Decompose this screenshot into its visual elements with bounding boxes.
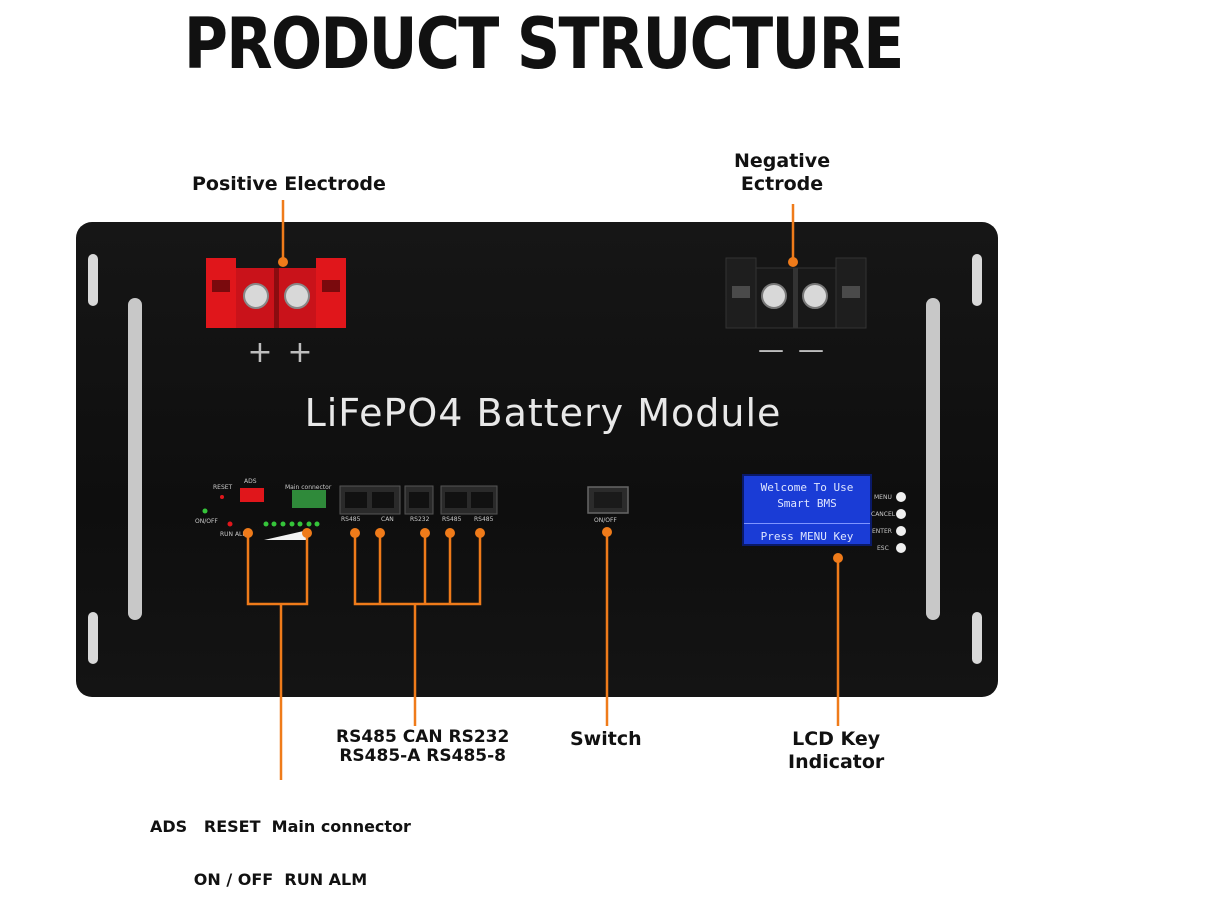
key-cancel	[896, 509, 906, 519]
callout-ports-line2: RS485-A RS485-8	[339, 745, 506, 766]
label-port-1: RS485	[341, 516, 361, 523]
key-esc	[896, 543, 906, 553]
label-run-alm: RUN ALM	[220, 531, 248, 538]
alm-led	[227, 521, 233, 527]
module-name: LiFePO4 Battery Module	[304, 391, 782, 435]
callout-comm-ports: RS485 CAN RS232 RS485-A RS485-8	[336, 728, 509, 765]
label-key-cancel: CANCEL	[871, 511, 896, 518]
power-switch-rocker	[594, 492, 622, 508]
onoff-led	[202, 508, 208, 514]
page-title: PRODUCT STRUCTURE	[183, 3, 904, 85]
lcd-display: Welcome To Use Smart BMS Press MENU Key	[742, 474, 872, 546]
label-switch-onoff: ON/OFF	[594, 517, 617, 524]
ads-dip-switch	[240, 488, 264, 502]
lcd-line-3: Press MENU Key	[760, 530, 854, 543]
callout-controls-line1: ADS RESET Main connector	[150, 817, 411, 837]
label-reset: RESET	[213, 484, 233, 491]
leader-endpoints	[243, 257, 843, 563]
bolt-positive-2	[284, 283, 310, 309]
label-key-enter: ENTER	[872, 528, 892, 535]
callout-controls: ADS RESET Main connector ON / OFF RUN AL…	[150, 783, 411, 906]
positive-terminal	[206, 258, 346, 328]
label-main-connector: Main connector	[285, 484, 332, 491]
callout-controls-line2: ON / OFF RUN ALM	[193, 869, 368, 889]
lcd-line-1: Welcome To Use	[760, 481, 854, 494]
callout-negative-line2: Ectrode	[740, 172, 824, 195]
rack-slot-left-top	[88, 254, 98, 306]
label-port-3: RS232	[410, 516, 430, 523]
callout-negative-electrode: Negative Ectrode	[734, 150, 830, 196]
soc-leds	[263, 521, 320, 527]
callout-switch: Switch	[570, 728, 642, 750]
bolt-positive-1	[243, 283, 269, 309]
negative-sign-2: —	[798, 335, 824, 365]
rack-slot-left-bottom	[88, 612, 98, 664]
label-ads: ADS	[244, 478, 257, 485]
label-port-2: CAN	[381, 516, 394, 523]
positive-sign-1: +	[247, 335, 272, 370]
main-connector-block	[292, 490, 326, 508]
negative-sign-1: —	[758, 335, 784, 365]
label-key-esc: ESC	[877, 545, 889, 552]
label-port-5: RS485	[474, 516, 494, 523]
handle-left	[128, 298, 142, 620]
callout-ports-line1: RS485 CAN RS232	[336, 727, 510, 747]
rack-slot-right-top	[972, 254, 982, 306]
callout-negative-line1: Negative	[734, 150, 831, 172]
callout-lcd-line2: Indicator	[788, 750, 885, 773]
lcd-line-2: Smart BMS	[777, 497, 837, 510]
rack-slot-right-bottom	[972, 612, 982, 664]
negative-terminal	[725, 257, 867, 329]
diagram-graphics: + + — —	[88, 200, 982, 780]
callout-positive-electrode: Positive Electrode	[192, 173, 386, 195]
label-onoff: ON/OFF	[195, 518, 218, 525]
lcd-separator	[744, 523, 870, 524]
reset-button	[220, 495, 224, 499]
callout-lcd: LCD Key Indicator	[788, 728, 884, 774]
soc-indicator-wedge	[264, 530, 308, 540]
label-port-4: RS485	[442, 516, 462, 523]
leader-lines	[246, 200, 840, 780]
callout-lcd-line1: LCD Key	[792, 728, 881, 750]
label-key-menu: MENU	[874, 494, 892, 501]
bolt-negative-2	[802, 283, 828, 309]
positive-sign-2: +	[287, 335, 312, 370]
bolt-negative-1	[761, 283, 787, 309]
key-menu	[896, 492, 906, 502]
comm-ports	[339, 485, 498, 515]
key-enter	[896, 526, 906, 536]
handle-right	[926, 298, 940, 620]
